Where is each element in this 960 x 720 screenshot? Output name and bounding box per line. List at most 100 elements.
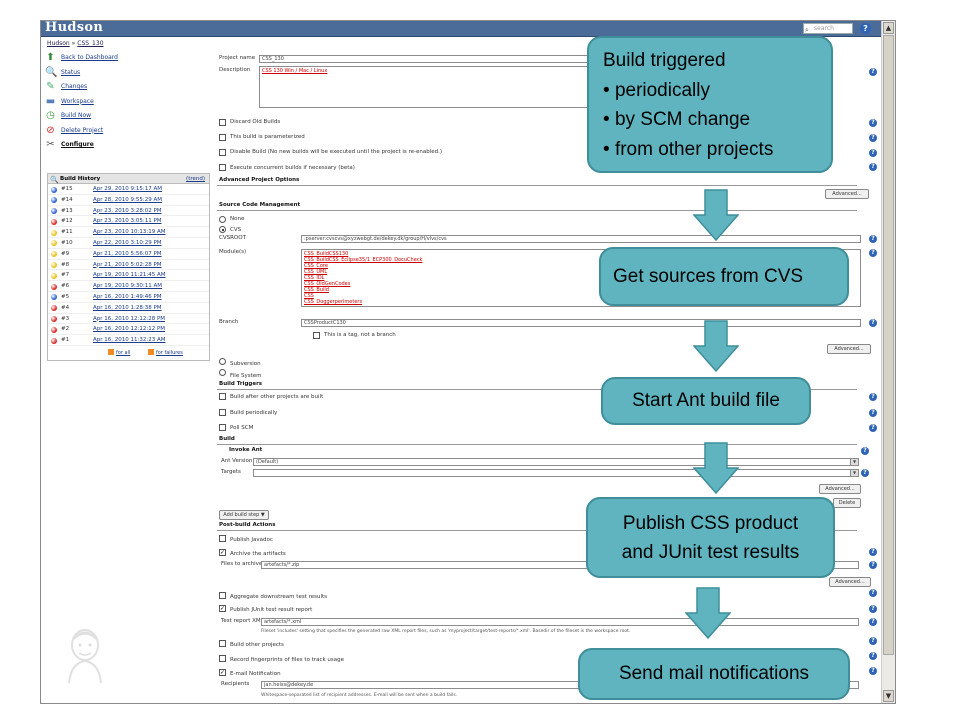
hudson-logo[interactable]: Hudson	[45, 20, 104, 35]
help-icon[interactable]: ?	[869, 637, 877, 645]
status-ball-icon[interactable]	[51, 240, 57, 247]
status-ball-icon[interactable]	[51, 326, 57, 333]
scroll-up-arrow-icon[interactable]: ▲	[883, 22, 894, 34]
publish-junit-checkbox[interactable]: ✓	[219, 605, 226, 612]
status-ball-icon[interactable]	[51, 251, 57, 258]
trigger-other-checkbox[interactable]	[219, 393, 226, 400]
build-date-link[interactable]: Apr 21, 2010 5:56:07 PM	[93, 250, 162, 257]
build-date-link[interactable]: Apr 16, 2010 1:49:46 PM	[93, 293, 162, 300]
vertical-scrollbar[interactable]: ▲ ▼	[881, 21, 895, 703]
trend-link[interactable]: (trend)	[186, 176, 205, 182]
parameterized-checkbox[interactable]	[219, 134, 226, 141]
scm-file-system-radio[interactable]	[219, 369, 226, 376]
scm-cvs-radio[interactable]	[219, 226, 226, 233]
help-icon[interactable]: ?	[869, 319, 877, 327]
help-icon[interactable]: ?	[869, 618, 877, 626]
help-icon[interactable]: ?	[869, 249, 877, 257]
files-to-archive-input[interactable]: artefacts/*.zip	[261, 561, 859, 569]
help-icon[interactable]: ?	[869, 119, 877, 127]
help-icon[interactable]: ?	[869, 424, 877, 432]
sidebar-item-workspace[interactable]: ▬Workspace	[45, 95, 213, 110]
advanced-button[interactable]: Advanced...	[825, 189, 869, 199]
help-icon[interactable]: ?	[869, 605, 877, 613]
help-icon[interactable]: ?	[869, 409, 877, 417]
status-ball-icon[interactable]	[51, 229, 57, 236]
help-icon[interactable]: ?	[861, 447, 869, 455]
sidebar-item-build-now[interactable]: ◷Build Now	[45, 109, 213, 124]
status-ball-icon[interactable]	[51, 208, 57, 215]
status-ball-icon[interactable]	[51, 186, 57, 193]
status-ball-icon[interactable]	[51, 262, 57, 269]
help-icon[interactable]: ?	[869, 589, 877, 597]
disable-build-checkbox[interactable]	[219, 149, 226, 156]
status-ball-icon[interactable]	[51, 283, 57, 290]
help-icon[interactable]: ?	[869, 134, 877, 142]
status-ball-icon[interactable]	[51, 337, 57, 344]
build-date-link[interactable]: Apr 16, 2010 1:28:38 PM	[93, 304, 162, 311]
build-date-link[interactable]: Apr 19, 2010 11:21:45 AM	[93, 272, 166, 279]
build-date-link[interactable]: Apr 22, 2010 3:10:29 PM	[93, 239, 162, 246]
breadcrumb-job[interactable]: CSS_130	[77, 40, 104, 47]
build-date-link[interactable]: Apr 16, 2010 12:12:28 PM	[93, 315, 166, 322]
status-ball-icon[interactable]	[51, 305, 57, 312]
help-icon[interactable]: ?	[869, 652, 877, 660]
help-icon[interactable]: ?	[869, 163, 877, 171]
status-ball-icon[interactable]	[51, 197, 57, 204]
fingerprints-checkbox[interactable]	[219, 655, 226, 662]
trigger-scm-checkbox[interactable]	[219, 424, 226, 431]
sidebar-item-changes[interactable]: ✎Changes	[45, 80, 213, 95]
scroll-down-arrow-icon[interactable]: ▼	[883, 690, 894, 702]
branch-input[interactable]: CSSProductC130	[301, 319, 861, 327]
test-report-input[interactable]: artefacts/*.xml	[261, 618, 859, 626]
build-date-link[interactable]: Apr 23, 2010 3:28:02 PM	[93, 207, 162, 214]
help-icon[interactable]: ?	[869, 149, 877, 157]
help-icon[interactable]: ?	[869, 561, 877, 569]
help-icon[interactable]: ?	[869, 667, 877, 675]
breadcrumb-hudson[interactable]: Hudson	[47, 40, 70, 47]
help-icon[interactable]: ?	[869, 235, 877, 243]
discard-old-builds-checkbox[interactable]	[219, 119, 226, 126]
tag-checkbox[interactable]	[313, 332, 320, 339]
publish-javadoc-checkbox[interactable]	[219, 535, 226, 542]
targets-input[interactable]: ▼	[253, 469, 859, 477]
build-date-link[interactable]: Apr 29, 2010 9:15:17 AM	[93, 186, 162, 192]
build-date-link[interactable]: Apr 23, 2010 10:13:19 AM	[93, 229, 166, 236]
help-icon[interactable]: ?	[869, 393, 877, 401]
rss-all-link[interactable]: for all	[108, 348, 130, 356]
build-date-link[interactable]: Apr 28, 2010 9:55:29 AM	[93, 196, 162, 203]
trigger-periodic-checkbox[interactable]	[219, 409, 226, 416]
build-date-link[interactable]: Apr 16, 2010 11:32:23 AM	[93, 337, 166, 344]
help-icon[interactable]: ?	[869, 68, 877, 76]
build-date-link[interactable]: Apr 21, 2010 5:02:28 PM	[93, 261, 162, 268]
concurrent-checkbox[interactable]	[219, 164, 226, 171]
advanced-button[interactable]: Advanced...	[827, 344, 871, 354]
status-ball-icon[interactable]	[51, 316, 57, 323]
help-icon[interactable]: ?	[860, 23, 871, 34]
recipients-input[interactable]: jan.heiss@dekey.de	[261, 681, 859, 689]
sidebar-item-configure[interactable]: ✂Configure	[45, 138, 213, 153]
rss-failures-link[interactable]: for failures	[148, 348, 183, 356]
search-input[interactable]: ⌕ search	[803, 23, 853, 34]
help-icon[interactable]: ?	[869, 548, 877, 556]
add-build-step-button[interactable]: Add build step ▼	[219, 510, 269, 520]
build-date-link[interactable]: Apr 16, 2010 12:12:12 PM	[93, 326, 166, 333]
cvsroot-input[interactable]: :pserver:cvscvs@xyzwebgt.de/dekey.dk/gro…	[301, 235, 861, 243]
delete-button[interactable]: Delete	[833, 498, 861, 508]
sidebar-item-status[interactable]: 🔍Status	[45, 66, 213, 81]
scm-subversion-radio[interactable]	[219, 358, 226, 365]
status-ball-icon[interactable]	[51, 294, 57, 301]
status-ball-icon[interactable]	[51, 218, 57, 225]
email-notification-checkbox[interactable]: ✓	[219, 669, 226, 676]
aggregate-checkbox[interactable]	[219, 592, 226, 599]
advanced-button[interactable]: Advanced...	[829, 577, 871, 587]
advanced-button[interactable]: Advanced...	[819, 484, 861, 494]
build-other-checkbox[interactable]	[219, 640, 226, 647]
sidebar-item-back-to-dashboard[interactable]: ⬆Back to Dashboard	[45, 51, 213, 66]
build-date-link[interactable]: Apr 23, 2010 3:05:11 PM	[93, 218, 162, 225]
archive-artifacts-checkbox[interactable]: ✓	[219, 549, 226, 556]
status-ball-icon[interactable]	[51, 272, 57, 279]
scroll-thumb[interactable]	[883, 35, 894, 655]
ant-version-select[interactable]: (Default) ▼	[253, 458, 859, 466]
scm-none-radio[interactable]	[219, 216, 226, 223]
sidebar-item-delete-project[interactable]: ⊘Delete Project	[45, 124, 213, 139]
